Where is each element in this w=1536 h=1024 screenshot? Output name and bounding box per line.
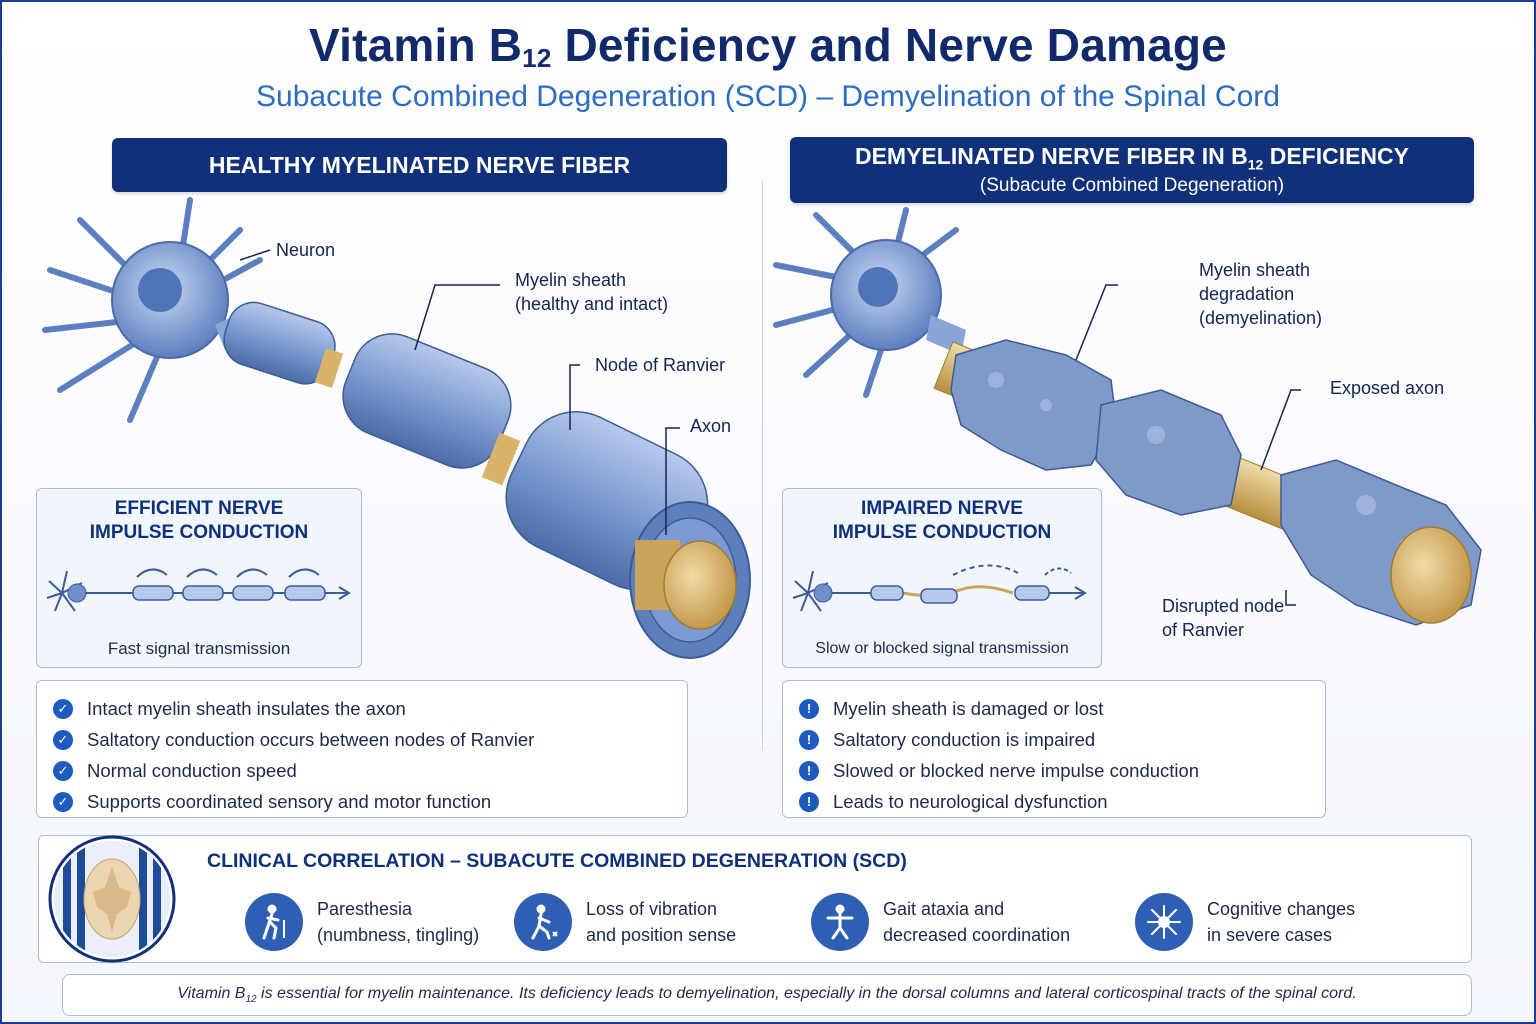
list-item: ✓Intact myelin sheath insulates the axon — [53, 693, 687, 724]
deficiency-points-list: !Myelin sheath is damaged or lost !Salta… — [782, 680, 1326, 818]
check-icon: ✓ — [53, 760, 73, 781]
healthy-banner: HEALTHY MYELINATED NERVE FIBER — [112, 138, 727, 192]
clinical-correlation-panel: CLINICAL CORRELATION – SUBACUTE COMBINED… — [38, 835, 1472, 963]
check-icon: ✓ — [53, 729, 73, 750]
list-item: ✓Supports coordinated sensory and motor … — [53, 786, 687, 817]
list-item: ✓Normal conduction speed — [53, 755, 687, 786]
page-title: Vitamin B12 Deficiency and Nerve Damage — [309, 19, 1227, 73]
unsteady-person-icon — [811, 893, 869, 951]
spinal-cord-cross-section-icon — [48, 835, 176, 963]
fast-signal-diagram — [46, 568, 351, 612]
slow-signal-diagram — [792, 564, 1087, 612]
alert-icon: ! — [799, 791, 819, 812]
footer-note: Vitamin B12 is essential for myelin main… — [62, 974, 1472, 1016]
symptom-paresthesia: Paresthesia(numbness, tingling) — [245, 892, 479, 952]
page-subtitle: Subacute Combined Degeneration (SCD) – D… — [256, 80, 1280, 113]
center-divider — [762, 180, 763, 750]
list-item: !Saltatory conduction is impaired — [799, 724, 1325, 755]
walking-person-icon — [514, 893, 572, 951]
check-icon: ✓ — [53, 791, 73, 812]
neuron-icon — [1135, 893, 1193, 951]
healthy-nerve-fiber-illustration — [42, 197, 751, 659]
alert-icon: ! — [799, 729, 819, 750]
label-myelin-sheath: Myelin sheath(healthy and intact) — [515, 270, 669, 314]
list-item: !Slowed or blocked nerve impulse conduct… — [799, 755, 1325, 786]
label-neuron: Neuron — [276, 240, 336, 260]
healthy-points-list: ✓Intact myelin sheath insulates the axon… — [36, 680, 688, 818]
alert-icon: ! — [799, 760, 819, 781]
clinical-title: CLINICAL CORRELATION – SUBACUTE COMBINED… — [207, 850, 907, 872]
alert-icon: ! — [799, 698, 819, 719]
list-item: ✓Saltatory conduction occurs between nod… — [53, 724, 687, 755]
label-axon: Axon — [690, 416, 732, 436]
callout-lines — [239, 249, 680, 535]
label-exposed-axon: Exposed axon — [1330, 378, 1445, 398]
person-cane-icon — [245, 893, 303, 951]
demyelinated-banner: DEMYELINATED NERVE FIBER IN B12 DEFICIEN… — [790, 137, 1474, 203]
list-item: !Myelin sheath is damaged or lost — [799, 693, 1325, 724]
check-icon: ✓ — [53, 698, 73, 719]
label-node-of-ranvier: Node of Ranvier — [595, 355, 726, 375]
list-item: !Leads to neurological dysfunction — [799, 786, 1325, 817]
demyelinated-nerve-fiber-illustration — [773, 207, 1482, 626]
